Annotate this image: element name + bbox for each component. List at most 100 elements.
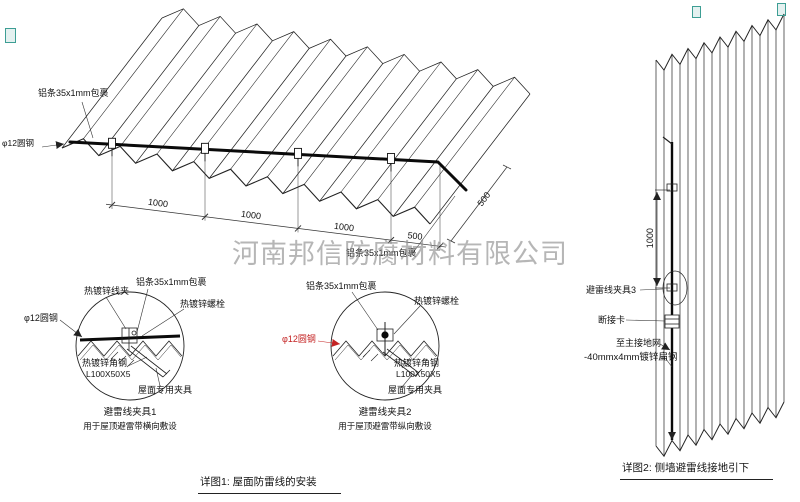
wall-clamp3-label: 避雷线夹具3: [586, 285, 637, 295]
wire-clamp: [201, 142, 209, 154]
roof-ridge-line: [119, 16, 221, 147]
detail1-clamp-label: 热镀锌线夹: [84, 286, 130, 296]
caption-detail1: 详图1: 屋面防雷线的安装: [198, 474, 341, 494]
detail2-rod-label: φ12圆钢: [282, 334, 316, 344]
detail1-bolt-head: [131, 330, 137, 336]
roof-ridge-line: [193, 31, 295, 162]
detail2-subtitle: 用于屋顶避雷带纵向敷设: [338, 421, 432, 431]
detail2-angle-steel: [382, 348, 423, 377]
dim-tick: [502, 164, 512, 170]
wall-flat-steel-label: -40mmx4mm镀锌扁钢: [584, 352, 678, 363]
detail2-title: 避雷线夹具2: [358, 407, 412, 418]
leader-line: [625, 319, 666, 322]
roof-ridge-line: [340, 61, 442, 193]
detail2-profile-inner: [334, 344, 437, 361]
wall-clamp: [666, 183, 678, 192]
roof-ridge-line: [414, 77, 515, 208]
leader-arrow: [659, 342, 671, 351]
roof-leaders: [41, 101, 456, 255]
roof-wire-group: [68, 140, 468, 192]
detail1-profile-inner: [79, 344, 182, 361]
detail1-wire: [79, 334, 181, 342]
leader-line: [136, 288, 149, 333]
detail2-bolt-label: 热镀锌螺栓: [414, 296, 460, 306]
wall-bottom-edge: [655, 401, 785, 458]
roof-right-dim: [446, 164, 512, 244]
detail1-rod-label: φ12圆钢: [24, 313, 58, 323]
roof-valley-line: [429, 93, 531, 225]
wall-top-edge: [655, 13, 785, 72]
roof-valley-line: [356, 78, 457, 210]
leader-arrow-red: [317, 338, 341, 347]
wire-clamp: [387, 152, 395, 164]
leader-line: [401, 374, 413, 388]
wall-conductor-group: [625, 136, 688, 440]
roof-corrugation: [61, 8, 531, 225]
disconnect-link: [664, 314, 680, 329]
roof-front-edge: [61, 138, 431, 225]
leader-line: [141, 308, 185, 337]
caption-detail2: 详图2: 侧墙避雷线接地引下: [620, 460, 774, 480]
roof-wrap-right-label: 铝条35x1mm包裹: [346, 248, 417, 258]
wall-disconnect-label: 断接卡: [598, 315, 626, 325]
detail2-angle-size-label: L100X50X5: [396, 369, 441, 379]
roof-ridge-line: [303, 54, 405, 185]
roof-ridge-line: [230, 39, 331, 170]
detail1-clamp: [121, 327, 138, 344]
leader-line: [665, 358, 673, 368]
detail1-leaders: [59, 288, 185, 387]
detail2-roof-clamp-label: 屋面专用夹具: [388, 385, 443, 395]
leader-line: [401, 361, 406, 369]
leader-line: [155, 367, 161, 387]
roof-wrap-top-label: 铝条35x1mm包裹: [38, 88, 109, 98]
wire-clamp: [294, 147, 302, 159]
roof-valley-line: [392, 86, 494, 217]
detail1-title: 避雷线夹具1: [103, 407, 157, 418]
lightning-wire: [68, 140, 468, 192]
scan-artifact: [5, 28, 16, 43]
roof-ridge-line: [83, 8, 184, 139]
detail2-angle-label: 热镀锌角钢: [394, 358, 440, 368]
detail2-wrap-label: 铝条35x1mm包裹: [306, 281, 377, 291]
roof-valley-line: [98, 25, 200, 156]
detail-circle-2: [317, 291, 440, 401]
detail1-wrap-label: 铝条35x1mm包裹: [136, 277, 207, 287]
scan-artifact: [777, 3, 786, 16]
detail2-hatch: [362, 349, 379, 362]
roof-valley-line: [61, 17, 163, 149]
leader-arrow: [41, 141, 65, 150]
roof-ridge-line: [156, 23, 258, 155]
roof-valley-line: [208, 48, 310, 179]
leader-line: [639, 288, 664, 291]
leader-line: [393, 305, 421, 335]
conductor-hook: [662, 136, 673, 145]
detail1-bolt-label: 热镀锌螺栓: [180, 299, 226, 309]
wall-leaders: [625, 288, 673, 368]
detail1-bubble: [75, 291, 185, 401]
leader-line: [411, 195, 456, 255]
wall-dim: 1000: [644, 228, 655, 249]
detail2-wire-end: [381, 331, 389, 339]
leader-arrow: [59, 319, 83, 338]
leader-line: [127, 356, 148, 367]
detail1-angle-size-label: L100X50X5: [86, 369, 131, 379]
roof-back-edge: [161, 8, 531, 95]
detail2-leaders: [317, 291, 421, 388]
detail1-subtitle: 用于屋顶避雷带横向敷设: [83, 421, 177, 431]
dim-tick: [446, 238, 456, 244]
leader-line: [105, 296, 127, 330]
wall-ground-label: 至主接地网: [616, 338, 662, 348]
scan-artifact: [692, 6, 701, 18]
wall-clamp: [666, 283, 678, 292]
roof-rod-label: φ12圆钢: [2, 138, 34, 148]
detail1-angle-label: 热镀锌角钢: [82, 358, 128, 368]
roof-valley-line: [319, 70, 420, 202]
roof-valley-line: [282, 63, 384, 194]
detail1-profile: [77, 340, 183, 357]
roof-valley-line: [245, 55, 347, 187]
wall-dim-group: [653, 189, 670, 289]
leader-line: [81, 101, 94, 139]
detail1-angle-steel: [126, 345, 171, 378]
